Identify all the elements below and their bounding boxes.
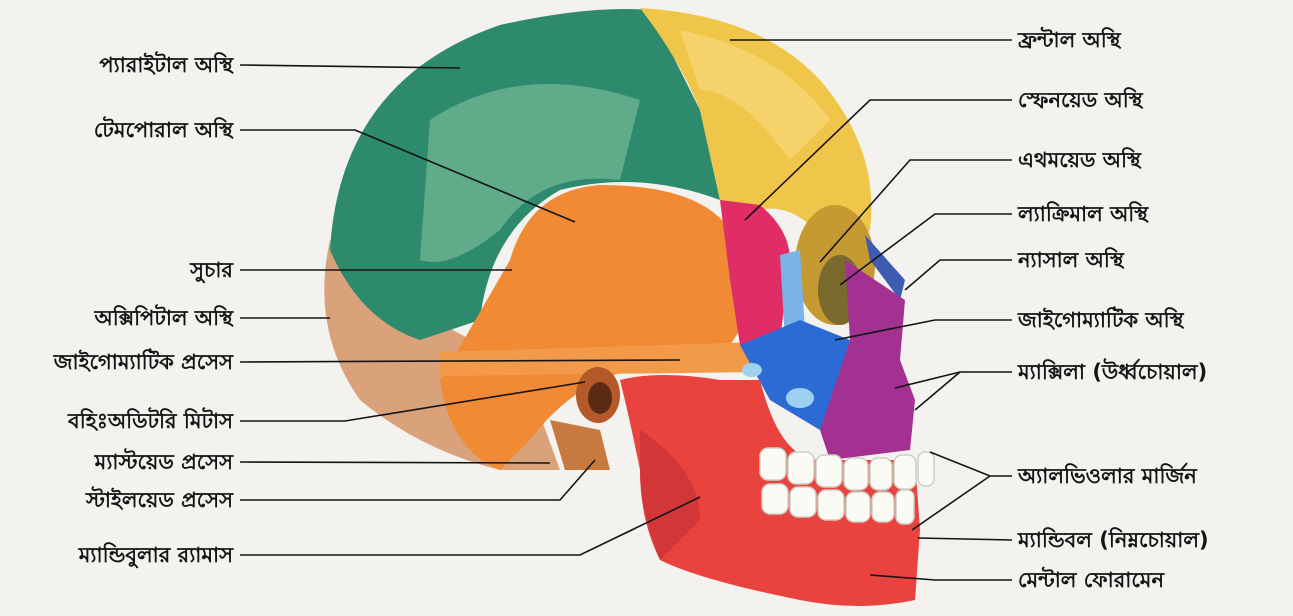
label-maxilla: ম্যাক্সিলা (উর্ধ্বচোয়াল): [1018, 359, 1207, 385]
label-alveolar-margin: অ্যালভিওলার মার্জিন: [1018, 463, 1197, 489]
label-nasal-bone: ন্যাসাল অস্থি: [1018, 247, 1124, 273]
label-mental-foramen: মেন্টাল ফোরামেন: [1018, 567, 1164, 593]
label-suture: সুচার: [190, 257, 233, 283]
label-lacrimal-bone: ল্যাক্রিমাল অস্থি: [1018, 201, 1148, 227]
label-temporal-bone: টেমপোরাল অস্থি: [94, 117, 233, 143]
label-zygomatic-bone: জাইগোম্যাটিক অস্থি: [1018, 307, 1183, 333]
label-mandibular-ramus: ম্যান্ডিবুলার র‍্যামাস: [79, 542, 233, 568]
label-zygomatic-process: জাইগোম্যাটিক প্রসেস: [54, 349, 233, 375]
label-styloid-process: স্টাইলয়েড প্রসেস: [86, 487, 233, 513]
label-mandible: ম্যান্ডিবল (নিম্নচোয়াল): [1018, 527, 1209, 553]
label-frontal-bone: ফ্রন্টাল অস্থি: [1018, 27, 1121, 53]
label-ethmoid-bone: এথময়েড অস্থি: [1018, 147, 1141, 173]
label-parietal-bone: প্যারাইটাল অস্থি: [99, 52, 233, 78]
label-sphenoid-bone: স্ফেনয়েড অস্থি: [1018, 87, 1143, 113]
label-occipital-bone: অক্সিপিটাল অস্থি: [95, 305, 233, 331]
label-mastoid-process: ম্যাস্টয়েড প্রসেস: [95, 449, 233, 475]
label-external-auditory-meatus: বহিঃঅডিটরি মিটাস: [68, 408, 233, 434]
